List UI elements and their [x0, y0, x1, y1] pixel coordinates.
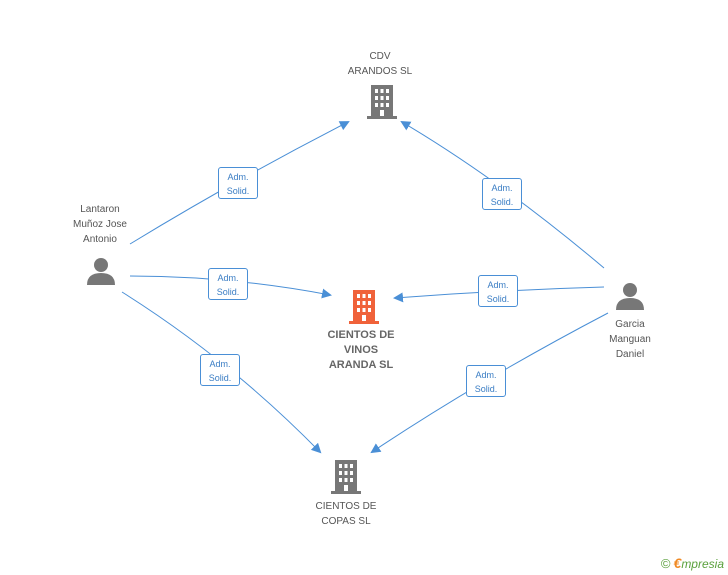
company-cdv-line2: ARANDOS SL — [347, 66, 413, 77]
relation-badge-line2: Solid. — [490, 197, 514, 207]
relation-badge-line2: Solid. — [216, 287, 240, 297]
person-garcia-label[interactable]: Garcia Manguan Daniel — [590, 317, 670, 362]
relation-badge[interactable]: Adm. Solid. — [200, 354, 240, 386]
brand-e-glyph: € — [673, 555, 682, 571]
company-copas-line2: COPAS SL — [321, 516, 371, 527]
relation-badge-line1: Adm. — [209, 359, 231, 369]
brand-logo[interactable]: ©€mpresia — [661, 555, 724, 571]
relation-badge[interactable]: Adm. Solid. — [482, 178, 522, 210]
company-vinos-line3: ARANDA SL — [328, 359, 394, 371]
company-cdv-label[interactable]: CDV ARANDOS SL — [330, 49, 430, 79]
person-lantaron-line2: Muñoz Jose — [73, 219, 127, 230]
relation-badge-line1: Adm. — [487, 280, 509, 290]
relation-badge[interactable]: Adm. Solid. — [478, 275, 518, 307]
company-vinos-line2: VINOS — [343, 344, 379, 356]
building-icon-main[interactable] — [349, 290, 379, 324]
relation-badge-line2: Solid. — [474, 384, 498, 394]
relation-badge[interactable]: Adm. Solid. — [208, 268, 248, 300]
relation-badge-line2: Solid. — [208, 373, 232, 383]
relation-badge-line1: Adm. — [475, 370, 497, 380]
person-garcia-line1: Garcia — [615, 319, 645, 330]
brand-name: mpresia — [681, 557, 724, 571]
person-lantaron-line1: Lantaron — [80, 204, 120, 215]
relation-badge-line2: Solid. — [486, 294, 510, 304]
relation-badge-line2: Solid. — [226, 186, 250, 196]
relation-badge-line1: Adm. — [491, 183, 513, 193]
person-garcia-line3: Daniel — [615, 349, 645, 360]
copyright-icon: © — [660, 556, 671, 571]
building-icon[interactable] — [331, 460, 361, 494]
company-copas-label[interactable]: CIENTOS DE COPAS SL — [291, 499, 401, 529]
person-garcia-line2: Manguan — [609, 334, 651, 345]
company-copas-line1: CIENTOS DE — [315, 501, 377, 512]
building-icon[interactable] — [367, 85, 397, 119]
person-lantaron-label[interactable]: Lantaron Muñoz Jose Antonio — [50, 202, 150, 247]
person-icon[interactable] — [615, 282, 645, 310]
company-cdv-line1: CDV — [369, 51, 391, 62]
relation-badge[interactable]: Adm. Solid. — [218, 167, 258, 199]
relation-badge[interactable]: Adm. Solid. — [466, 365, 506, 397]
relation-badge-line1: Adm. — [227, 172, 249, 182]
person-lantaron-line3: Antonio — [83, 234, 117, 245]
company-vinos-label[interactable]: CIENTOS DE VINOS ARANDA SL — [306, 328, 416, 373]
relation-badge-line1: Adm. — [217, 273, 239, 283]
company-vinos-line1: CIENTOS DE — [327, 329, 395, 341]
person-icon[interactable] — [86, 257, 116, 285]
